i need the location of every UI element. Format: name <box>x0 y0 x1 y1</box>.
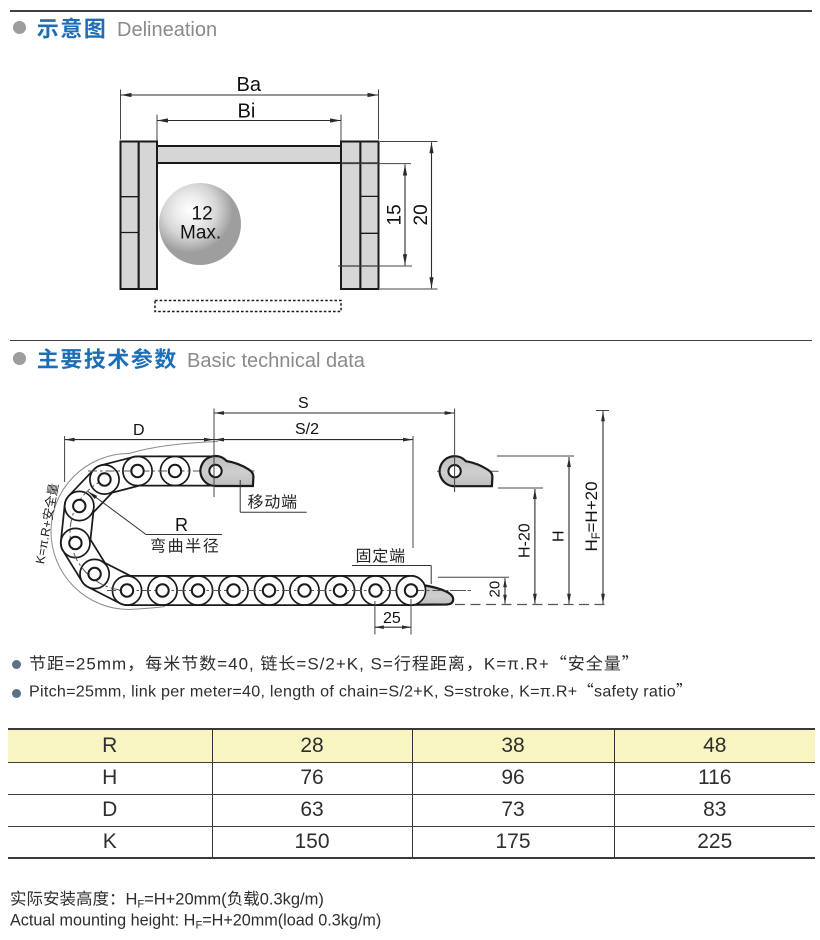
svg-text:=25mm: =25mm <box>65 655 127 674</box>
svg-text:F: F <box>196 920 203 932</box>
svg-text:Ba: Ba <box>237 74 262 96</box>
svg-text:20: 20 <box>487 581 504 598</box>
svg-text:15: 15 <box>385 204 406 225</box>
svg-text:H: H <box>582 539 601 551</box>
svg-text:K=π.R+: K=π.R+ <box>484 655 550 674</box>
svg-text:Bi: Bi <box>238 101 256 123</box>
svg-text:25: 25 <box>383 610 401 627</box>
svg-text:Actual mounting height: H: Actual mounting height: H <box>10 912 195 930</box>
svg-text:F: F <box>137 899 144 911</box>
svg-text:20: 20 <box>411 204 432 225</box>
svg-text:H: H <box>551 530 568 542</box>
svg-text:S/2: S/2 <box>295 421 319 438</box>
svg-text:Max.: Max. <box>180 223 221 244</box>
svg-text:H: H <box>126 891 138 909</box>
svg-text:=S/2+K, S=: =S/2+K, S= <box>296 655 393 674</box>
svg-text:Pitch=25mm, link per meter=40,: Pitch=25mm, link per meter=40, length of… <box>29 683 577 701</box>
svg-text:H-20: H-20 <box>517 523 534 558</box>
svg-text:R: R <box>175 515 188 535</box>
svg-text:0.3kg/m): 0.3kg/m) <box>260 891 324 909</box>
svg-text:=H+20mm(load 0.3kg/m): =H+20mm(load 0.3kg/m) <box>202 912 381 930</box>
svg-text:12: 12 <box>192 204 213 225</box>
svg-text:safety ratio: safety ratio <box>594 683 676 701</box>
svg-text:=40,: =40, <box>217 655 255 674</box>
svg-text:D: D <box>133 422 145 439</box>
svg-text:S: S <box>298 395 309 412</box>
svg-text:=H+20: =H+20 <box>582 481 601 532</box>
svg-text:F: F <box>591 532 603 539</box>
svg-text:=H+20mm(: =H+20mm( <box>144 891 227 909</box>
